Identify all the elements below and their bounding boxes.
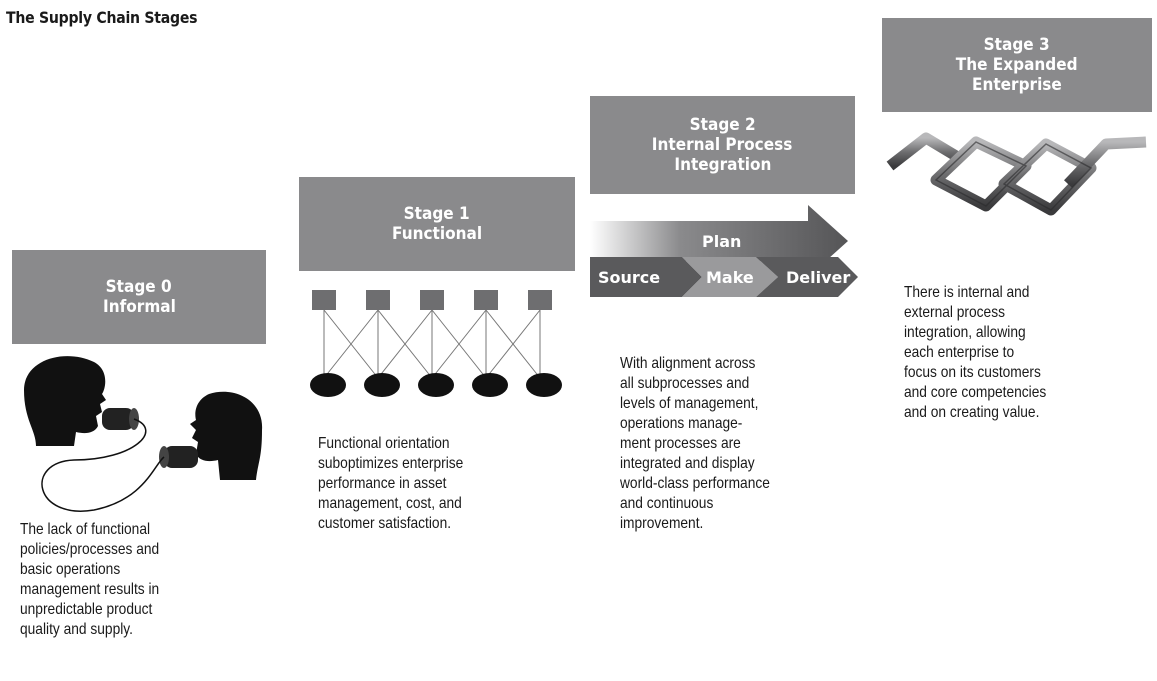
stage-2-label: Stage 2 — [689, 115, 756, 135]
make-arrow — [682, 257, 778, 297]
stage-1-label: Stage 1 — [404, 204, 470, 224]
top-node — [420, 290, 444, 310]
stage-3-name-line1: The Expanded — [956, 55, 1078, 75]
make-label: Make — [706, 268, 754, 287]
tin-can-telephone-icon — [24, 356, 263, 512]
diagram-title: The Supply Chain Stages — [6, 8, 198, 27]
source-label: Source — [598, 268, 660, 287]
process-arrows: Plan Source Make Deliver — [590, 205, 858, 297]
stage-0-name: Informal — [102, 297, 176, 317]
chain-links-icon — [886, 132, 1147, 216]
bottom-node — [364, 373, 400, 397]
stage-1-name: Functional — [391, 224, 483, 244]
stage-2-name-line1: Internal Process — [652, 135, 793, 155]
bottom-node — [418, 373, 454, 397]
stage-2-box: Stage 2 Internal Process Integration — [590, 96, 855, 194]
stage-0-box: Stage 0 Informal — [12, 250, 266, 344]
stage-2-name-line2: Integration — [673, 155, 772, 175]
top-node — [528, 290, 552, 310]
stage-0-label: Stage 0 — [106, 277, 172, 297]
top-node — [474, 290, 498, 310]
stage-3-box: Stage 3 The Expanded Enterprise — [882, 18, 1152, 112]
bottom-node — [472, 373, 508, 397]
functional-network-icon — [310, 290, 562, 397]
deliver-arrow — [756, 257, 858, 297]
stage-0-description: The lack of functional policies/processe… — [20, 521, 160, 638]
bottom-node — [310, 373, 346, 397]
source-arrow — [590, 257, 702, 297]
stage-1-description: Functional orientation suboptimizes ente… — [318, 435, 464, 532]
bottom-node — [526, 373, 562, 397]
deliver-label: Deliver — [786, 268, 850, 287]
stage-3-label: Stage 3 — [984, 35, 1050, 55]
stage-1-box: Stage 1 Functional — [299, 177, 575, 271]
stage-3-description: There is internal and external process i… — [904, 284, 1047, 421]
top-node — [366, 290, 390, 310]
stage-2-description: With alignment across all subprocesses a… — [620, 355, 770, 532]
top-node — [312, 290, 336, 310]
plan-label: Plan — [702, 232, 741, 251]
stage-3-name-line2: Enterprise — [972, 75, 1062, 95]
